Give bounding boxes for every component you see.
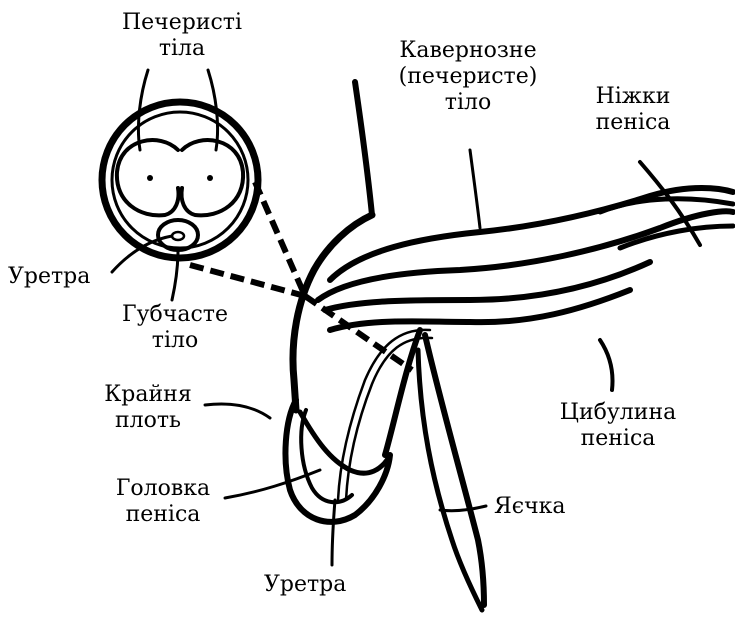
bulb-pointer-line — [600, 340, 613, 390]
zoom-line-lower — [190, 265, 305, 296]
label-testicle: Яєчка — [494, 494, 566, 520]
label-cavernous-body: Кавернозне (печеристе) тіло — [388, 38, 548, 116]
urethra-bottom-pointer-line — [332, 500, 335, 565]
label-cavernous-body-line1: Кавернозне — [388, 38, 548, 64]
label-bulb-line2: пеніса — [548, 426, 688, 452]
zoom-line-through — [305, 296, 412, 370]
label-glans-line2: пеніса — [98, 502, 228, 528]
label-glans-line1: Головка — [98, 476, 228, 502]
spongy-body-bottom — [330, 290, 630, 330]
cross-section-urethra — [172, 232, 184, 240]
testicle-pointer-line — [440, 506, 486, 511]
cross-section-spongy-body — [158, 220, 198, 250]
cross-section-inner-ring — [112, 112, 248, 248]
label-urethra-bottom: Уретра — [264, 572, 346, 598]
label-bulb-line1: Цибулина — [548, 400, 688, 426]
label-foreskin: Крайня плоть — [88, 382, 208, 434]
label-spongy-body-line1: Губчасте — [100, 302, 250, 328]
label-spongy-body: Губчасте тіло — [100, 302, 250, 354]
label-cavernous-bodies-line2: тіла — [112, 36, 252, 62]
glans-pointer-line — [225, 470, 320, 498]
label-glans: Головка пеніса — [98, 476, 228, 528]
cross-section — [102, 70, 258, 300]
cross-section-left-dot — [147, 175, 153, 181]
cross-section-outer-ring — [102, 102, 258, 258]
abdomen-outline — [355, 82, 372, 215]
cross-section-right-dot — [207, 175, 213, 181]
zoom-line-upper — [255, 182, 305, 296]
label-cavernous-body-line3: тіло — [388, 90, 548, 116]
foreskin-pointer-line — [205, 404, 270, 418]
scrotum-line-2 — [418, 350, 482, 610]
label-crura-line2: пеніса — [578, 110, 688, 136]
label-crura-line1: Ніжки — [578, 84, 688, 110]
penis-body — [205, 150, 733, 610]
penis-lower-outline — [385, 330, 420, 455]
label-bulb: Цибулина пеніса — [548, 400, 688, 452]
label-crura: Ніжки пеніса — [578, 84, 688, 136]
cavernous-pointer-line — [470, 150, 480, 228]
label-spongy-body-line2: тіло — [100, 328, 250, 354]
label-foreskin-line2: плоть — [88, 408, 208, 434]
label-cavernous-body-line2: (печеристе) — [388, 64, 548, 90]
label-cavernous-bodies: Печеристі тіла — [112, 10, 252, 62]
label-cavernous-bodies-line1: Печеристі — [112, 10, 252, 36]
label-urethra-section: Уретра — [8, 264, 90, 290]
label-foreskin-line1: Крайня — [88, 382, 208, 408]
